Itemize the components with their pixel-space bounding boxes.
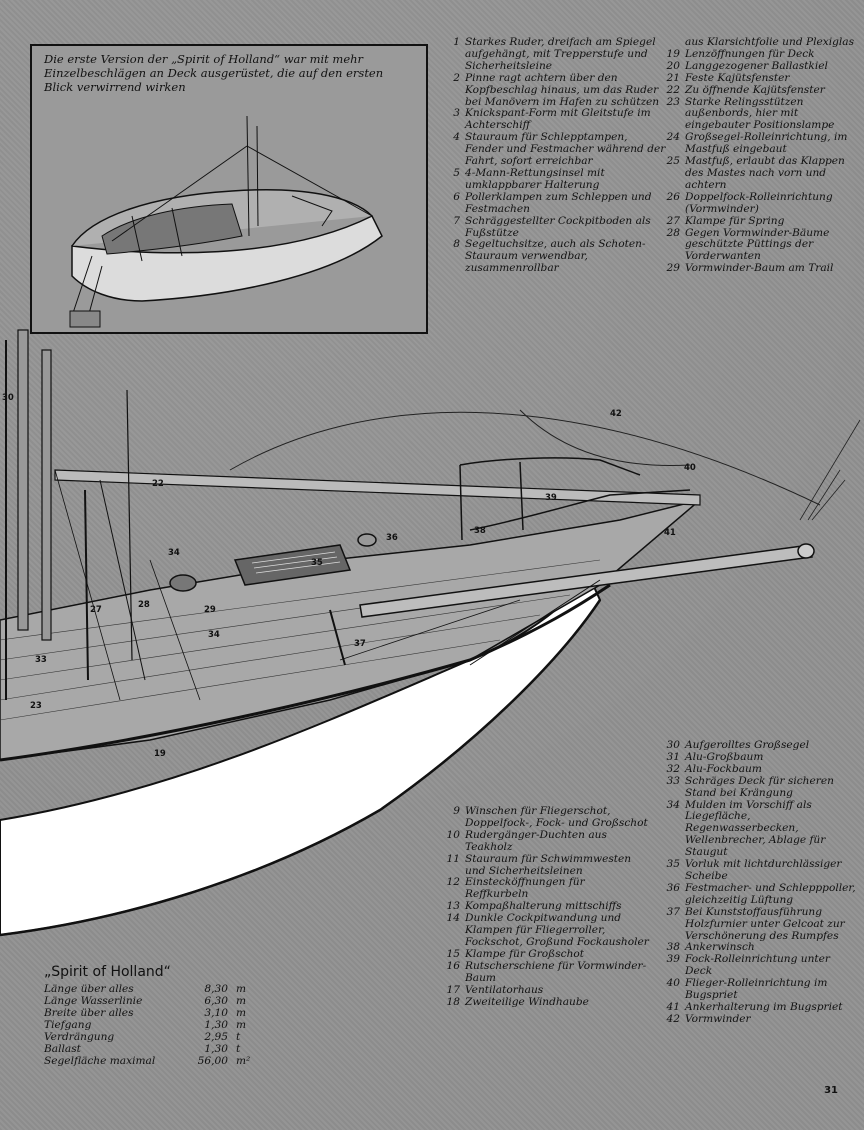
inset-yacht-drawing <box>69 115 383 328</box>
callout-label: 41 <box>664 528 676 538</box>
callout-label: 34 <box>168 548 180 558</box>
inset-caption: Die erste Version der „Spirit of Holland… <box>44 52 384 94</box>
callout-label: 27 <box>90 605 102 615</box>
callout-label: 22 <box>152 479 164 489</box>
callout-label: 30 <box>2 393 14 403</box>
callout-label: 19 <box>154 749 166 759</box>
callout-label: 38 <box>474 526 486 536</box>
callout-label: 42 <box>610 409 622 419</box>
callout-label: 37 <box>354 639 366 649</box>
callout-label: 34 <box>208 630 220 640</box>
page-number: 31 <box>824 1085 838 1096</box>
callout-label: 40 <box>684 463 696 473</box>
callout-label: 39 <box>545 493 557 503</box>
callout-label: 23 <box>30 701 42 711</box>
specs-title: „Spirit of Holland“ <box>44 964 171 980</box>
callout-label: 36 <box>386 533 398 543</box>
callout-label: 29 <box>204 605 216 615</box>
callout-label: 28 <box>138 600 150 610</box>
callout-labels: 30 42 40 22 39 38 36 41 34 35 28 29 27 3… <box>2 393 696 759</box>
inset-figure: Die erste Version der „Spirit of Holland… <box>30 44 428 334</box>
legend-item: aus Klarsichtfolie und Plexiglas <box>685 36 855 48</box>
callout-label: 33 <box>35 655 47 665</box>
callout-label: 35 <box>311 558 323 568</box>
